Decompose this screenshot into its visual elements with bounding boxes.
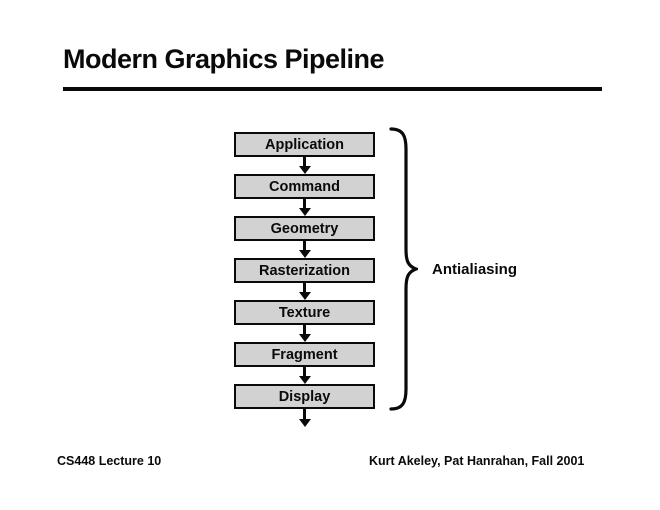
pipeline-stage-application: Application — [234, 132, 375, 157]
footer-authors-label: Kurt Akeley, Pat Hanrahan, Fall 2001 — [369, 454, 585, 468]
stage-label: Fragment — [271, 346, 338, 363]
stage-label: Application — [265, 136, 344, 153]
down-arrow-icon — [297, 241, 312, 258]
title-underline — [63, 87, 602, 91]
slide-title: Modern Graphics Pipeline — [63, 44, 385, 74]
down-arrow-icon — [297, 199, 312, 216]
footer-course-label: CS448 Lecture 10 — [57, 454, 162, 468]
stage-label: Display — [278, 388, 331, 405]
stage-label: Geometry — [270, 220, 339, 237]
stage-label: Texture — [278, 304, 331, 321]
pipeline-stage-texture: Texture — [234, 300, 375, 325]
stage-label: Rasterization — [258, 262, 351, 279]
pipeline-stage-rasterization: Rasterization — [234, 258, 375, 283]
antialiasing-label: Antialiasing — [432, 261, 518, 278]
down-arrow-icon — [297, 367, 312, 384]
curly-brace-icon — [389, 127, 418, 411]
pipeline-stage-geometry: Geometry — [234, 216, 375, 241]
down-arrow-icon — [297, 325, 312, 342]
down-arrow-icon — [297, 283, 312, 300]
down-arrow-icon — [297, 157, 312, 174]
stage-label: Command — [269, 178, 340, 195]
pipeline-stage-fragment: Fragment — [234, 342, 375, 367]
pipeline-stage-display: Display — [234, 384, 375, 409]
pipeline-stage-command: Command — [234, 174, 375, 199]
down-arrow-icon — [297, 409, 312, 427]
